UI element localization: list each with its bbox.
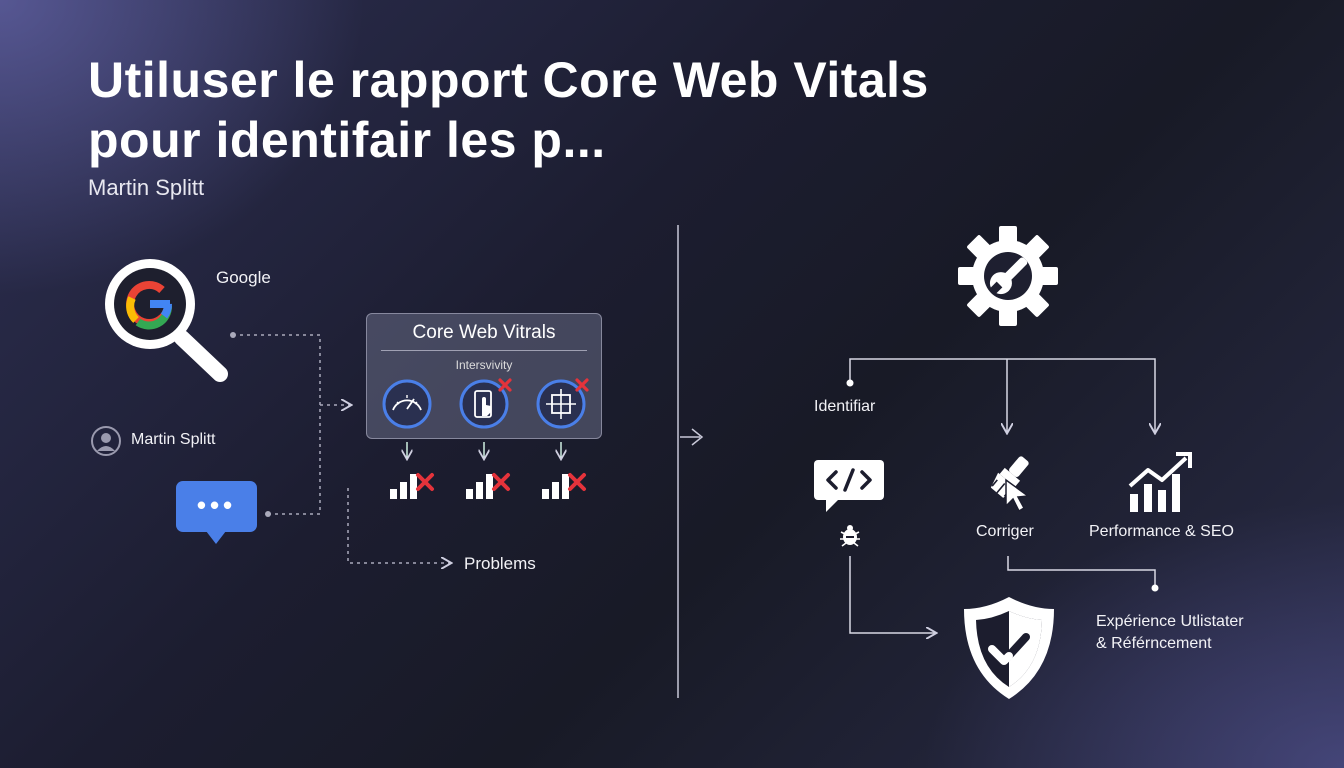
person-icon [91, 426, 121, 456]
divider-arrow [680, 428, 704, 446]
google-label: Google [216, 268, 271, 287]
ux-label-line-1: Expérience Utlistater [1096, 613, 1244, 630]
page-title: Utiluser le rapport Core Web Vitals pour… [88, 50, 1188, 170]
ux-label-line-2: & Référncement [1096, 635, 1212, 652]
gear-wrench-icon [958, 226, 1058, 326]
brush-cursor-icon [990, 456, 1031, 513]
author-name: Martin Splitt [88, 175, 205, 200]
title-line-1: Utiluser le rapport Core Web Vitals [88, 52, 929, 108]
performance-seo-label: Performance & SEO [1089, 523, 1234, 540]
magnifier-google-icon [105, 259, 228, 382]
identify-label: Identifiar [814, 398, 876, 415]
code-icon [814, 460, 884, 512]
shield-check-icon [964, 597, 1054, 699]
crosshair-icon [536, 378, 589, 429]
right-tree-connectors [846, 358, 1159, 633]
bar-chart-error-icon [390, 473, 434, 499]
title-line-2: pour identifair les p... [88, 112, 606, 168]
left-dotted-connectors [230, 332, 450, 563]
cwv-subtitle: Intersvivity [455, 358, 513, 372]
cwv-divider [381, 350, 587, 351]
cwv-down-arrows [407, 442, 561, 458]
bar-chart-error-icon [466, 473, 510, 499]
touch-phone-icon [459, 378, 512, 429]
bar-chart-error-icon [542, 473, 586, 499]
gauge-icon [382, 379, 432, 429]
core-web-vitals-panel: Core Web Vitrals Intersvivity [366, 313, 602, 439]
fix-label: Corriger [976, 523, 1034, 540]
chat-bubble-icon: ••• [176, 481, 257, 544]
trend-up-chart-icon [1128, 452, 1192, 512]
problems-label: Problems [464, 554, 536, 573]
cwv-title: Core Web Vitrals [412, 322, 556, 343]
person-label: Martin Splitt [131, 431, 216, 448]
bug-icon [840, 525, 860, 547]
chat-dots: ••• [196, 490, 237, 520]
